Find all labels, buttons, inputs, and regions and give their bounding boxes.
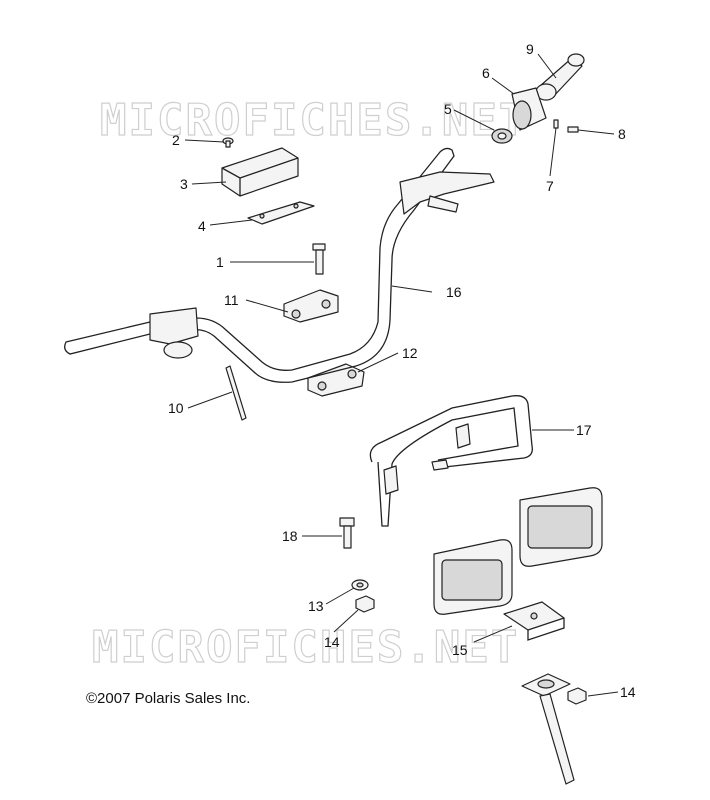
callout-4: 4 <box>198 218 206 234</box>
part-9-grip <box>535 53 585 101</box>
callout-10: 10 <box>168 400 184 416</box>
part-3-cover <box>221 147 299 197</box>
callout-13: 13 <box>308 598 324 614</box>
callout-15: 15 <box>452 642 468 658</box>
part-15-bracket <box>503 601 565 641</box>
watermark-top: MICROFICHES.NET <box>100 95 527 146</box>
part-1-bolt <box>312 243 326 275</box>
watermark-bottom: MICROFICHES.NET <box>92 622 519 673</box>
part-12-clamp <box>307 363 365 397</box>
callout-16: 16 <box>446 284 462 300</box>
callout-12: 12 <box>402 345 418 361</box>
callout-18: 18 <box>282 528 298 544</box>
part-14-nut-upper <box>355 595 375 613</box>
part-4-plate <box>247 201 315 225</box>
part-18-bolt <box>339 517 355 549</box>
part-8-screw <box>567 126 579 133</box>
part-17-frame <box>369 395 533 527</box>
callout-8: 8 <box>618 126 626 142</box>
callout-3: 3 <box>180 176 188 192</box>
callout-2: 2 <box>172 132 180 148</box>
part-7-pin <box>553 119 559 129</box>
callout-14-upper: 14 <box>324 634 340 650</box>
headlight-right <box>519 487 603 567</box>
callout-14-lower: 14 <box>620 684 636 700</box>
copyright-notice: ©2007 Polaris Sales Inc. <box>86 690 251 707</box>
headlight-left <box>433 539 513 615</box>
leader-lines <box>184 53 619 697</box>
part-2-screw <box>222 137 234 148</box>
mount-post <box>521 673 575 785</box>
part-14-nut-lower <box>567 687 587 705</box>
callout-11: 11 <box>224 292 239 308</box>
callout-6: 6 <box>482 65 490 81</box>
callout-1: 1 <box>216 254 224 270</box>
part-6-bar-end-weight <box>511 87 547 131</box>
callout-7: 7 <box>546 178 554 194</box>
part-13-washer <box>351 579 369 591</box>
part-11-clamp <box>283 289 339 323</box>
part-16-handlebar <box>64 147 495 383</box>
callout-5: 5 <box>444 101 452 117</box>
callout-17: 17 <box>576 422 592 438</box>
part-10-cable-tie <box>225 365 247 421</box>
callout-9: 9 <box>526 41 534 57</box>
part-5-washer <box>491 128 513 144</box>
